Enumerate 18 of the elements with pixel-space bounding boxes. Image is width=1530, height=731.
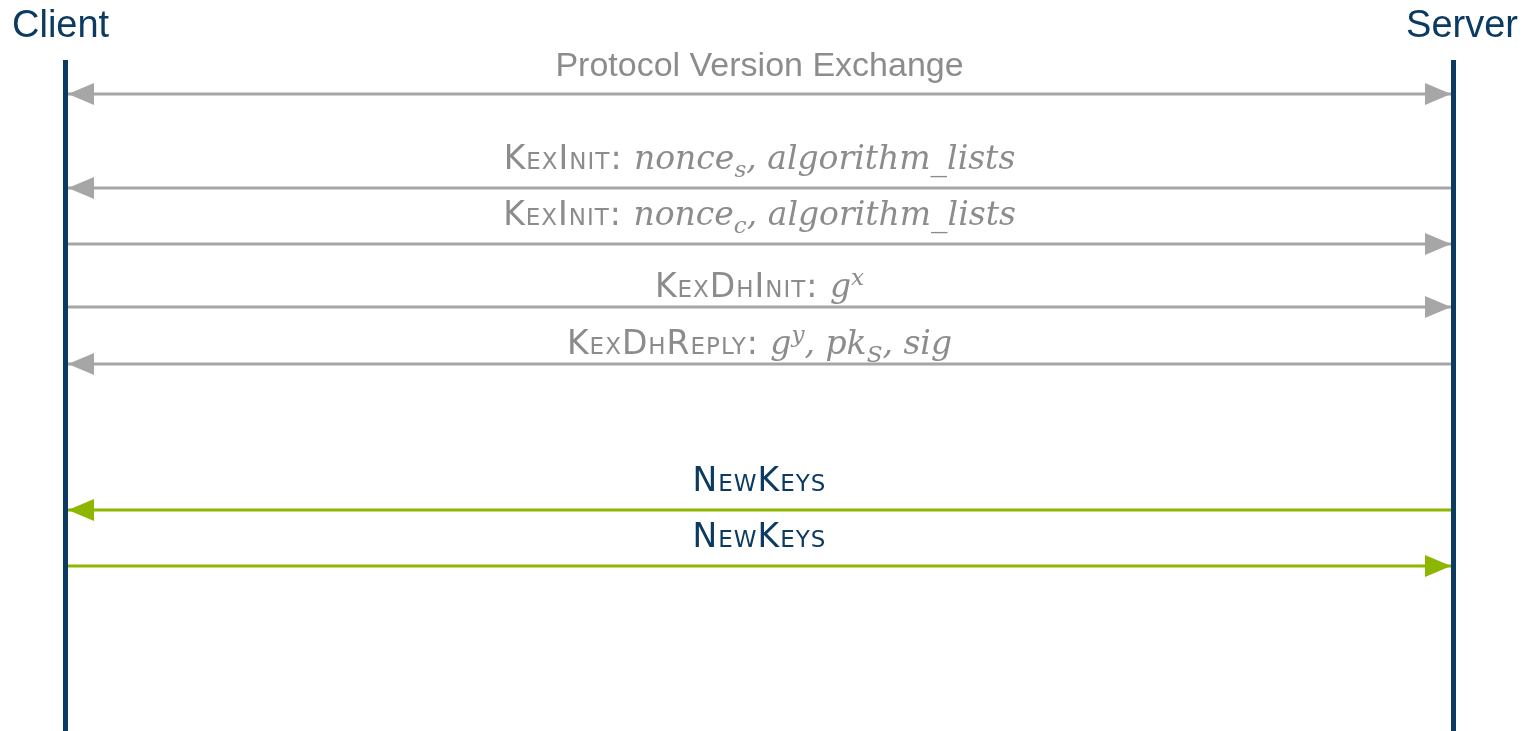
message-arrow <box>68 233 1451 255</box>
message-arrow <box>68 177 1451 199</box>
lifeline-label: Client <box>12 2 110 46</box>
edge-label: NewKeys <box>692 516 827 556</box>
message-arrow <box>68 296 1451 318</box>
edge-label: KexInit: nonce$_{c}$, algorithm_lists <box>503 194 1016 240</box>
edge-label: KexDhInit: g$^{x}$ <box>654 263 865 306</box>
lifeline <box>63 60 68 731</box>
edge-label: KexInit: nonce$_{s}$, algorithm_lists <box>503 138 1016 184</box>
message-arrow <box>68 555 1451 577</box>
edge-label: NewKeys <box>692 460 827 500</box>
lifeline-label: Server <box>1406 2 1518 46</box>
message-arrow <box>68 83 1451 105</box>
edge-label: KexDhReply: g$^{y}$, pk$_{S}$, sig <box>566 320 953 369</box>
message-arrow <box>68 499 1451 521</box>
message-arrow <box>68 353 1451 375</box>
lifeline <box>1451 60 1456 731</box>
edge-label: Protocol Version Exchange <box>555 44 964 84</box>
